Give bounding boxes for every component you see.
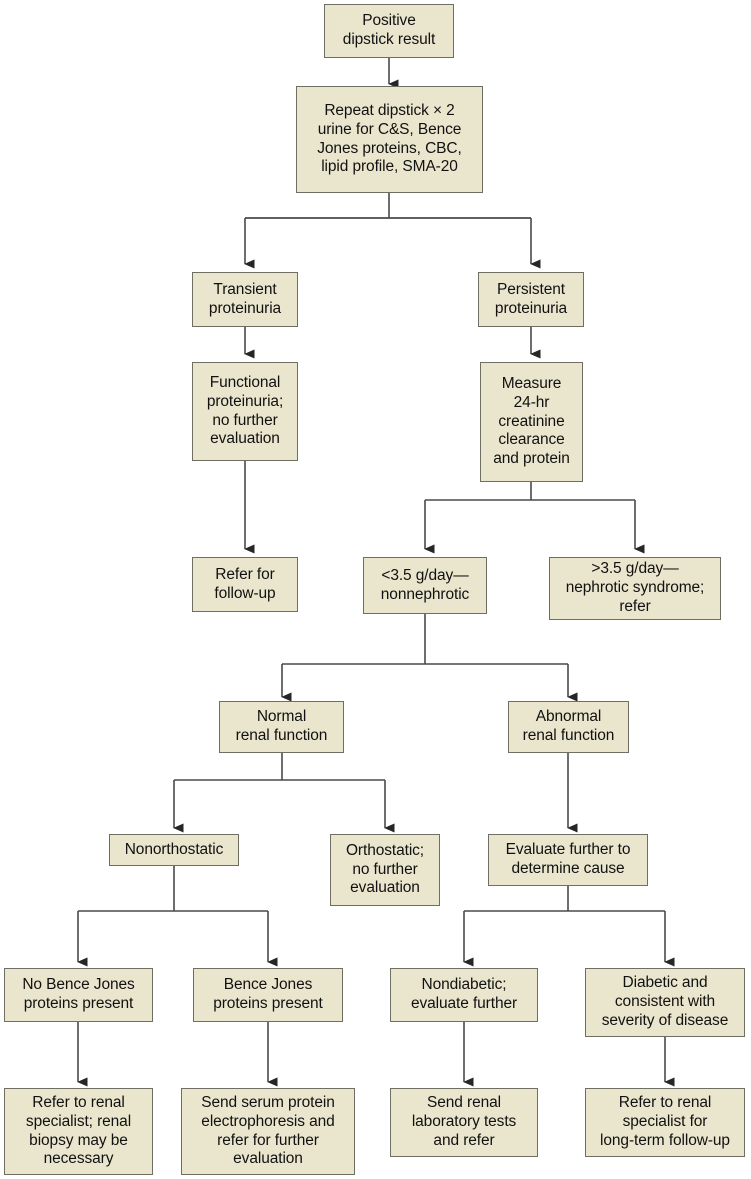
- node-orthostatic-no-further-evaluation[interactable]: Orthostatic; no further evaluation: [330, 834, 440, 906]
- node-evaluate-further-to-determine-cause[interactable]: Evaluate further to determine cause: [488, 834, 648, 886]
- node-abnormal-renal-function[interactable]: Abnormal renal function: [508, 701, 629, 753]
- node-diabetic-consistent-with-severity-of-disease[interactable]: Diabetic and consistent with severity of…: [585, 968, 745, 1037]
- node-refer-for-follow-up[interactable]: Refer for follow-up: [192, 557, 298, 612]
- node-persistent-proteinuria[interactable]: Persistent proteinuria: [478, 272, 584, 327]
- node-bence-jones-proteins-present[interactable]: Bence Jones proteins present: [193, 968, 343, 1022]
- node-refer-to-renal-specialist-renal-biopsy[interactable]: Refer to renal specialist; renal biopsy …: [4, 1088, 153, 1175]
- node-send-serum-protein-electrophoresis[interactable]: Send serum protein electrophoresis and r…: [181, 1088, 355, 1175]
- node-nondiabetic-evaluate-further[interactable]: Nondiabetic; evaluate further: [390, 968, 538, 1022]
- node-refer-to-renal-specialist-long-term-follow-up[interactable]: Refer to renal specialist for long-term …: [585, 1088, 745, 1157]
- node-transient-proteinuria[interactable]: Transient proteinuria: [192, 272, 298, 327]
- node-normal-renal-function[interactable]: Normal renal function: [219, 701, 344, 753]
- node-measure-24hr-creatinine-clearance[interactable]: Measure 24-hr creatinine clearance and p…: [480, 362, 583, 482]
- node-greater-than-3-5-g-day-nephrotic-syndrome-refer[interactable]: >3.5 g/day— nephrotic syndrome; refer: [549, 557, 721, 620]
- node-functional-proteinuria-no-further-evaluation[interactable]: Functional proteinuria; no further evalu…: [192, 362, 298, 461]
- node-positive-dipstick-result[interactable]: Positive dipstick result: [324, 4, 454, 58]
- node-no-bence-jones-proteins-present[interactable]: No Bence Jones proteins present: [4, 968, 153, 1022]
- node-less-than-3-5-g-day-nonnephrotic[interactable]: <3.5 g/day— nonnephrotic: [363, 557, 487, 614]
- node-send-renal-laboratory-tests-and-refer[interactable]: Send renal laboratory tests and refer: [390, 1088, 538, 1157]
- node-repeat-dipstick-workup[interactable]: Repeat dipstick × 2 urine for C&S, Bence…: [296, 86, 483, 193]
- node-nonorthostatic[interactable]: Nonorthostatic: [109, 834, 239, 866]
